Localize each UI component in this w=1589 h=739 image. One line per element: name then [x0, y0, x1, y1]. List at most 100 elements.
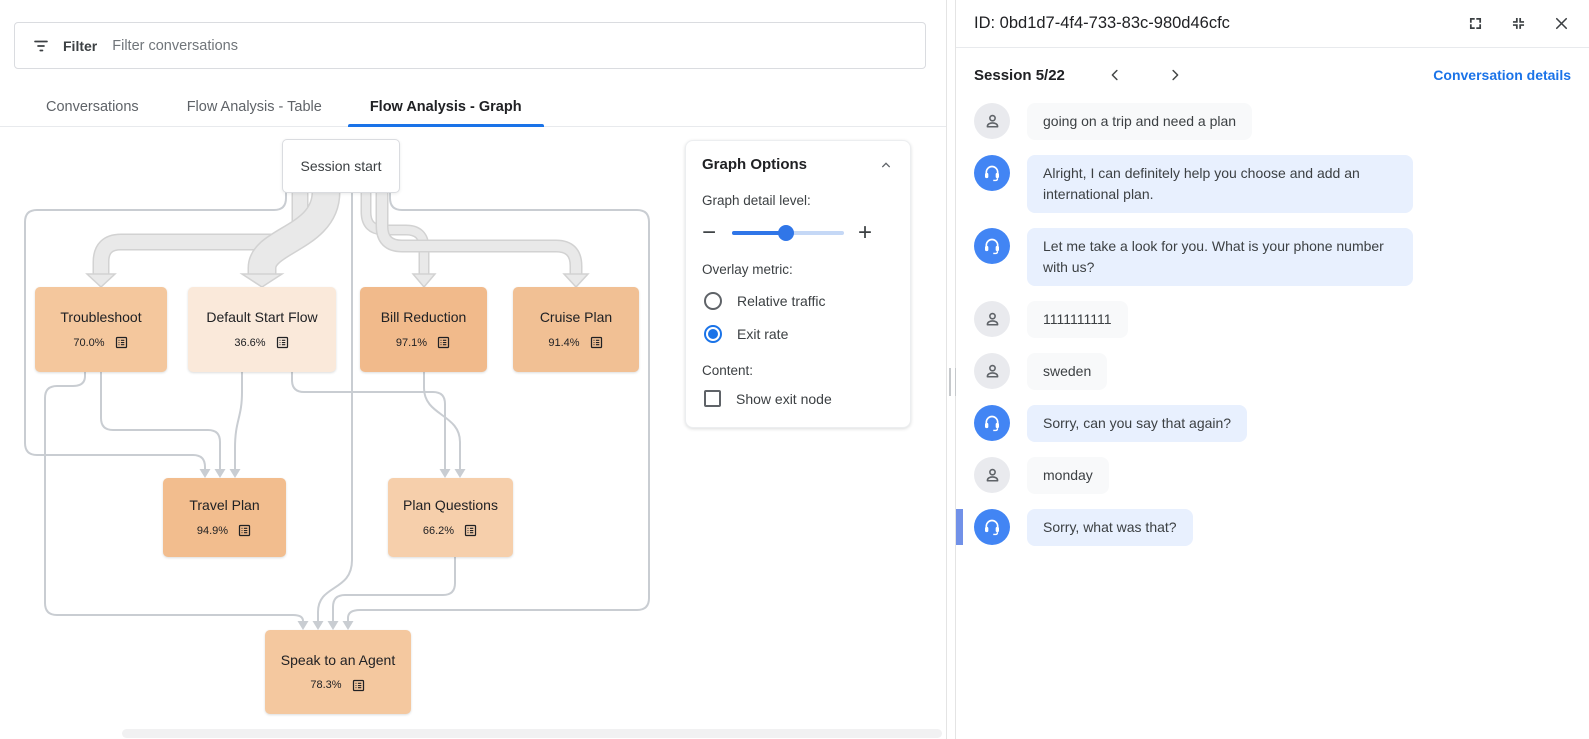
bot-message-row: Sorry, can you say that again?: [974, 405, 1571, 442]
bot-message-bubble[interactable]: Sorry, what was that?: [1027, 509, 1193, 546]
bot-avatar: [974, 228, 1010, 264]
fullscreen-icon: [1469, 17, 1481, 30]
radio-button[interactable]: [704, 292, 722, 310]
tab-flow-analysis-table[interactable]: Flow Analysis - Table: [186, 99, 322, 115]
chevron-up-icon[interactable]: [878, 157, 894, 173]
node-exit-rate: 97.1%: [395, 336, 428, 349]
conversation-id-title: ID: 0bd1d7-4f4-733-83c-980d46cfc: [974, 14, 1230, 32]
tab-conversations[interactable]: Conversations: [46, 99, 139, 115]
user-message-bubble[interactable]: sweden: [1027, 353, 1108, 390]
slider-thumb[interactable]: [777, 225, 794, 241]
bot-avatar: [974, 509, 1010, 545]
slider-decrease-button[interactable]: −: [702, 219, 717, 246]
node-meta: 78.3%: [310, 678, 365, 693]
graph-options-card: Graph Options Graph detail level: − + Ov…: [685, 140, 911, 428]
fullscreen-button[interactable]: [1465, 14, 1485, 34]
edge-arrow-cruise-plan: [562, 273, 590, 289]
previous-session-button[interactable]: [1105, 65, 1125, 85]
filter-conversations-input[interactable]: [110, 36, 908, 55]
show-exit-node-checkbox[interactable]: [704, 390, 721, 407]
edge-arrow-speak-to-agent: [342, 621, 354, 630]
edge-arrow-bill-reduction: [411, 273, 437, 289]
bot-message-bubble[interactable]: Alright, I can definitely help you choos…: [1027, 155, 1413, 213]
headset-icon: [985, 415, 999, 432]
radio-label: Exit rate: [737, 326, 789, 342]
edge-arrow-plan-questions: [439, 469, 451, 478]
node-label: Default Start Flow: [206, 309, 318, 325]
user-message-bubble[interactable]: monday: [1027, 457, 1109, 494]
user-avatar: [974, 103, 1010, 139]
tab-bar: Conversations Flow Analysis - Table Flow A…: [0, 88, 946, 127]
chevron-right-icon: [1172, 69, 1179, 81]
slider-increase-button[interactable]: +: [858, 219, 873, 246]
node-meta: 66.2%: [423, 523, 478, 538]
user-message-bubble[interactable]: going on a trip and need a plan: [1027, 103, 1253, 140]
edge-arrow-travel-plan: [229, 469, 241, 478]
edge-arrow-plan-questions: [454, 469, 466, 478]
node-meta: 70.0%: [73, 335, 128, 350]
edge-arrow-troubleshoot: [85, 273, 117, 289]
list-alt-icon[interactable]: [351, 678, 366, 693]
node-label: Cruise Plan: [539, 309, 613, 325]
list-alt-icon[interactable]: [275, 335, 290, 350]
headset-icon: [985, 519, 999, 536]
filter-icon: [34, 40, 48, 51]
edge-arrow-speak-to-agent: [312, 621, 324, 630]
headset-icon: [985, 165, 999, 182]
radio-button[interactable]: [704, 325, 722, 343]
node-meta: 94.9%: [197, 523, 252, 538]
user-message-row: going on a trip and need a plan: [974, 103, 1571, 140]
bot-message-bubble[interactable]: Sorry, can you say that again?: [1027, 405, 1248, 442]
edge-arrow-speak-to-agent: [327, 621, 339, 630]
user-avatar: [974, 457, 1010, 493]
list-alt-icon[interactable]: [436, 335, 451, 350]
filter-bar[interactable]: Filter: [14, 22, 926, 69]
edge-arrow-travel-plan: [199, 469, 211, 478]
flow-node-session-start[interactable]: Session start: [282, 139, 400, 193]
graph-detail-label: Graph detail level:: [702, 193, 811, 208]
bot-message-row: Sorry, what was that?: [956, 509, 1571, 546]
graph-options-title: Graph Options: [702, 156, 807, 173]
list-alt-icon[interactable]: [114, 335, 129, 350]
user-avatar: [974, 353, 1010, 389]
radio-label: Relative traffic: [737, 293, 826, 309]
tab-flow-analysis-graph[interactable]: Flow Analysis - Graph: [346, 88, 546, 127]
horizontal-scrollbar[interactable]: [122, 729, 942, 738]
overlay-option-relative-traffic[interactable]: Relative traffic: [704, 292, 894, 310]
bot-avatar: [974, 155, 1010, 191]
show-exit-node-option[interactable]: Show exit node: [704, 390, 894, 407]
flow-node-bill-reduction[interactable]: Bill Reduction 97.1%: [360, 287, 487, 372]
flow-analysis-panel: Filter Conversations Flow Analysis - Tabl…: [0, 22, 946, 738]
node-exit-rate: 78.3%: [310, 679, 342, 691]
exit-fullscreen-button[interactable]: [1508, 14, 1528, 34]
user-message-row: monday: [974, 457, 1571, 494]
user-message-bubble[interactable]: 1111111111: [1027, 301, 1128, 338]
overlay-metric-label: Overlay metric:: [702, 262, 793, 277]
edge-arrow-default-start-flow: [239, 273, 285, 288]
panel-splitter[interactable]: [946, 0, 957, 739]
close-button[interactable]: [1551, 14, 1571, 34]
show-exit-node-label: Show exit node: [736, 390, 832, 407]
node-exit-rate: 94.9%: [196, 524, 229, 537]
graph-detail-slider[interactable]: [732, 225, 845, 241]
overlay-option-exit-rate[interactable]: Exit rate: [704, 325, 894, 343]
fullscreen-exit-icon: [1512, 17, 1524, 29]
conversation-details-link[interactable]: Conversation details: [1433, 67, 1571, 83]
list-alt-icon[interactable]: [463, 523, 478, 538]
list-alt-icon[interactable]: [589, 335, 604, 350]
list-alt-icon[interactable]: [237, 523, 252, 538]
person-icon: [986, 364, 998, 378]
close-icon: [1555, 17, 1567, 30]
bot-message-bubble[interactable]: Let me take a look for you. What is your…: [1027, 228, 1413, 286]
bot-avatar: [974, 405, 1010, 441]
node-label: Bill Reduction: [380, 309, 467, 325]
detail-header: ID: 0bd1d7-4f4-733-83c-980d46cfc: [956, 0, 1589, 48]
next-session-button[interactable]: [1165, 65, 1185, 85]
